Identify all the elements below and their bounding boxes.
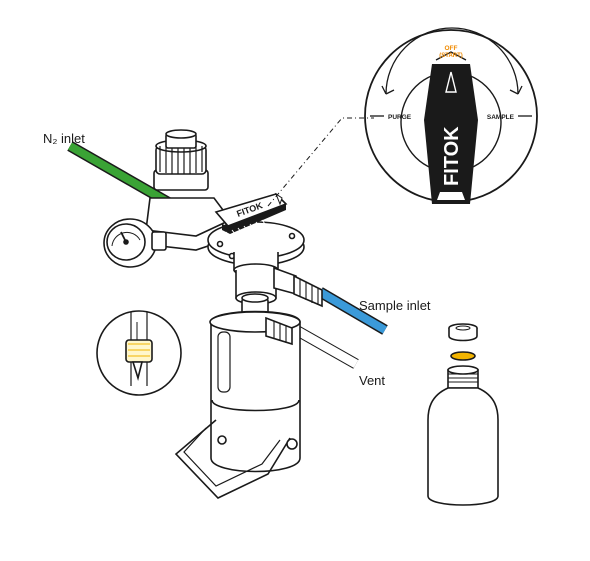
septum-icon [450, 351, 476, 361]
knob-purge-label: PURGE [388, 114, 412, 121]
sample-bottle [427, 323, 499, 506]
knob-sample-label: SAMPLE [487, 114, 515, 121]
sample-inlet-tube [317, 287, 388, 335]
knob-brand-text: FITOK [441, 126, 463, 186]
vent-label: Vent [359, 373, 386, 388]
needle-detail-circle [96, 310, 182, 396]
knob-start-label: (START) [439, 53, 463, 59]
pressure-gauge-icon [103, 218, 167, 268]
vent-tube [293, 325, 359, 369]
valve-handle: FITOK [214, 192, 288, 241]
sample-inlet-label: Sample inlet [359, 298, 431, 313]
vent-fitting [265, 316, 293, 346]
knob-detail-circle: FITOK OFF (START) PURGE SAMPLE [267, 27, 538, 207]
cylinder-stand [174, 419, 298, 499]
sample-cylinder [209, 293, 301, 473]
sample-inlet-fitting [273, 266, 323, 308]
n2-inlet-label: N₂ inlet [43, 131, 85, 146]
knob-off-label: OFF [445, 45, 458, 52]
